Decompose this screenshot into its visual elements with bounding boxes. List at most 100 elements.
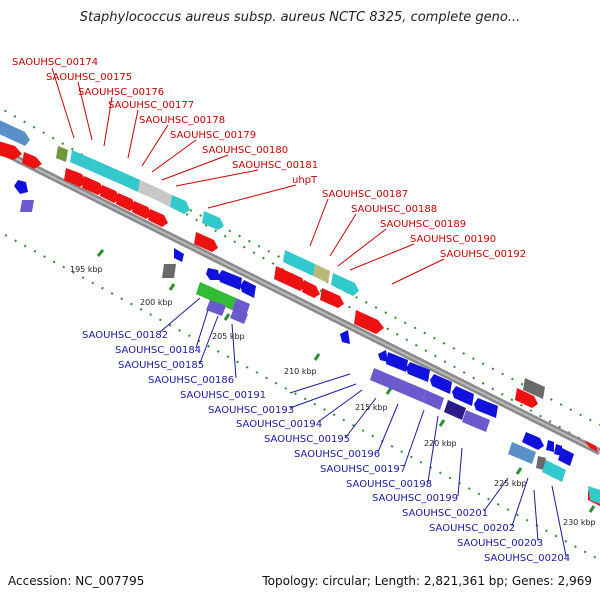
gene-label[interactable]: SAOUHSC_00175	[46, 72, 132, 83]
plus-strand-genes[interactable]	[0, 118, 600, 506]
gene-block	[70, 150, 95, 172]
gene-block	[331, 273, 359, 296]
gene-block	[558, 448, 574, 466]
gene-label[interactable]: SAOUHSC_00185	[118, 360, 204, 371]
gene-block	[302, 280, 320, 298]
gene-label[interactable]: SAOUHSC_00189	[380, 219, 466, 230]
gene-label[interactable]: SAOUHSC_00192	[440, 249, 526, 260]
gene-label[interactable]: SAOUHSC_00195	[264, 434, 350, 445]
gene-block	[406, 362, 430, 382]
gene-block	[240, 280, 256, 298]
tick-labels: 195 kbp 200 kbp 205 kbp 210 kbp 215 kbp …	[70, 265, 596, 527]
gene-block	[430, 374, 452, 394]
genome-backbone	[0, 146, 600, 456]
gene-block	[206, 300, 226, 316]
gene-block	[194, 232, 218, 252]
tick-label-230: 230 kbp	[563, 518, 596, 527]
gene-block	[20, 200, 34, 212]
gene-block	[230, 308, 248, 324]
gene-label[interactable]: uhpT	[292, 175, 318, 186]
minus-gene-labels: SAOUHSC_00182 SAOUHSC_00184 SAOUHSC_0018…	[82, 330, 570, 564]
accession-text: Accession: NC_007795	[8, 574, 145, 588]
gene-block	[202, 211, 224, 230]
gene-block	[148, 209, 168, 227]
gene-block	[536, 456, 546, 470]
gene-block	[386, 352, 408, 372]
gene-label[interactable]: SAOUHSC_00181	[232, 160, 318, 171]
gene-label[interactable]: SAOUHSC_00176	[78, 87, 164, 98]
gene-block	[515, 388, 538, 408]
gene-block	[116, 193, 136, 211]
gene-label[interactable]: SAOUHSC_00179	[170, 130, 256, 141]
gene-block	[14, 180, 28, 194]
gene-block	[0, 120, 30, 146]
gene-block	[206, 268, 220, 280]
gene-label[interactable]: SAOUHSC_00180	[202, 145, 288, 156]
gene-block	[196, 282, 236, 310]
gene-block	[170, 195, 190, 214]
gene-label[interactable]: SAOUHSC_00193	[208, 405, 294, 416]
gene-block	[118, 171, 140, 192]
tick-label-215: 215 kbp	[355, 403, 388, 412]
gene-label[interactable]: SAOUHSC_00194	[236, 419, 322, 430]
gene-label[interactable]: SAOUHSC_00174	[12, 57, 98, 68]
gene-block	[283, 250, 315, 276]
gene-label[interactable]: SAOUHSC_00191	[180, 390, 266, 401]
gene-block	[554, 444, 562, 456]
gene-block	[546, 440, 554, 452]
gene-label[interactable]: SAOUHSC_00198	[346, 479, 432, 490]
gene-block	[174, 248, 184, 262]
gene-block	[584, 440, 598, 452]
minus-strand-genes[interactable]	[14, 180, 600, 504]
plus-gene-labels: SAOUHSC_00174 SAOUHSC_00175 SAOUHSC_0017…	[12, 57, 526, 260]
gene-block	[588, 486, 600, 504]
gene-block	[0, 141, 22, 160]
gene-block	[523, 378, 545, 399]
gene-label[interactable]: SAOUHSC_00190	[410, 234, 496, 245]
tick-label-200: 200 kbp	[140, 298, 173, 307]
gene-block	[274, 266, 306, 291]
gene-label[interactable]: SAOUHSC_00187	[322, 189, 408, 200]
gene-label[interactable]: SAOUHSC_00184	[115, 345, 201, 356]
tick-marks	[96, 249, 596, 513]
gene-label[interactable]: SAOUHSC_00182	[82, 330, 168, 341]
gene-block	[218, 270, 242, 290]
gene-label[interactable]: SAOUHSC_00201	[402, 508, 488, 519]
gene-block	[370, 368, 426, 402]
gene-block	[138, 180, 160, 201]
tick-label-220: 220 kbp	[424, 439, 457, 448]
gene-block	[354, 310, 384, 334]
gene-block	[313, 264, 330, 283]
gene-block	[320, 288, 344, 308]
gene-block	[56, 146, 68, 162]
gene-block	[22, 152, 42, 169]
gene-label[interactable]: SAOUHSC_00178	[139, 115, 225, 126]
gene-label[interactable]: SAOUHSC_00204	[484, 553, 570, 564]
plus-leader-lines	[51, 67, 445, 285]
gene-label[interactable]: SAOUHSC_00188	[351, 204, 437, 215]
gene-label[interactable]: SAOUHSC_00186	[148, 375, 234, 386]
gene-label[interactable]: SAOUHSC_00197	[320, 464, 406, 475]
genome-info-text: Topology: circular; Length: 2,821,361 bp…	[262, 574, 592, 588]
minus-leader-lines	[159, 297, 567, 557]
tick-label-210: 210 kbp	[284, 367, 317, 376]
gene-block	[82, 176, 104, 195]
gene-label[interactable]: SAOUHSC_00177	[108, 100, 194, 111]
gene-label[interactable]: SAOUHSC_00203	[457, 538, 543, 549]
tick-label-195: 195 kbp	[70, 265, 103, 274]
gene-label[interactable]: SAOUHSC_00202	[429, 523, 515, 534]
gene-block	[462, 410, 490, 432]
gene-block	[452, 386, 474, 406]
gene-label[interactable]: SAOUHSC_00196	[294, 449, 380, 460]
gene-block	[158, 189, 172, 207]
gene-block	[162, 264, 176, 278]
gene-block	[422, 390, 444, 410]
gene-block	[132, 201, 152, 219]
gene-block	[522, 432, 544, 450]
tick-label-205: 205 kbp	[212, 332, 245, 341]
gene-label[interactable]: SAOUHSC_00199	[372, 493, 458, 504]
gene-block	[378, 350, 388, 362]
tick-label-225: 225 kbp	[494, 479, 527, 488]
gene-block	[444, 400, 466, 420]
